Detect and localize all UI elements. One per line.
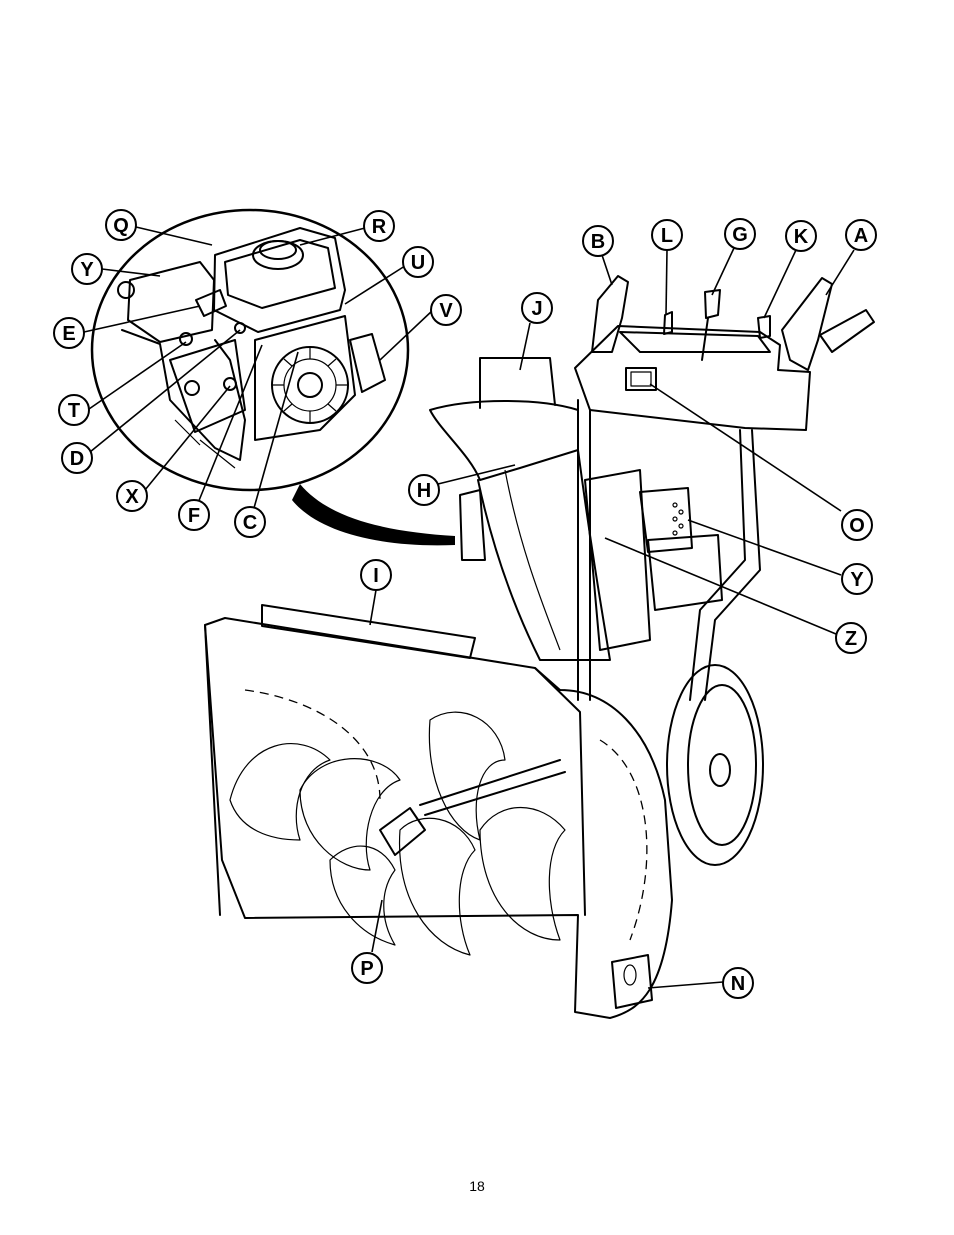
callout-v: V xyxy=(430,294,462,326)
callout-label: V xyxy=(439,300,453,322)
callout-label: E xyxy=(62,323,75,345)
page-number: 18 xyxy=(469,1178,485,1194)
callout-label: O xyxy=(849,515,865,537)
callout-label: H xyxy=(417,480,431,502)
callout-o: O xyxy=(841,509,873,541)
callout-b: B xyxy=(582,225,614,257)
callout-label: F xyxy=(188,505,200,527)
callout-c: C xyxy=(234,506,266,538)
callout-label: Y xyxy=(80,259,94,281)
callout-t: T xyxy=(58,394,90,426)
callout-label: Y xyxy=(850,569,864,591)
callout-label: B xyxy=(591,231,605,253)
callout-label: L xyxy=(661,225,673,247)
callout-label: G xyxy=(732,224,748,246)
callout-x: X xyxy=(116,480,148,512)
callout-k: K xyxy=(785,220,817,252)
callout-label: R xyxy=(372,216,387,238)
callout-label: N xyxy=(731,973,745,995)
callout-q: Q xyxy=(105,209,137,241)
callout-label: U xyxy=(411,252,425,274)
callout-f: F xyxy=(178,499,210,531)
callout-p: P xyxy=(351,952,383,984)
leader-lines xyxy=(83,226,855,989)
callout-h: H xyxy=(408,474,440,506)
callout-g: G xyxy=(724,218,756,250)
callout-e: E xyxy=(53,317,85,349)
callout-d: D xyxy=(61,442,93,474)
callout-label: J xyxy=(531,298,542,320)
engine-detail-bubble xyxy=(90,208,455,546)
callout-i: I xyxy=(360,559,392,591)
callout-y-frame: Y xyxy=(841,563,873,595)
callout-label: P xyxy=(360,958,373,980)
callout-j: J xyxy=(521,292,553,324)
callout-r: R xyxy=(363,210,395,242)
callout-label: T xyxy=(68,400,80,422)
callout-label: I xyxy=(373,565,379,587)
callout-label: D xyxy=(70,448,84,470)
callout-label: Z xyxy=(845,628,857,650)
callout-l: L xyxy=(651,219,683,251)
snowblower-body xyxy=(204,275,875,1019)
callout-label: C xyxy=(243,512,257,534)
callout-label: K xyxy=(794,226,809,248)
callout-label: A xyxy=(854,225,868,247)
callout-y-engine: Y xyxy=(71,253,103,285)
callout-a: A xyxy=(845,219,877,251)
callout-u: U xyxy=(402,246,434,278)
callout-z: Z xyxy=(835,622,867,654)
callout-label: Q xyxy=(113,215,129,237)
callout-n: N xyxy=(722,967,754,999)
callout-label: X xyxy=(125,486,139,508)
